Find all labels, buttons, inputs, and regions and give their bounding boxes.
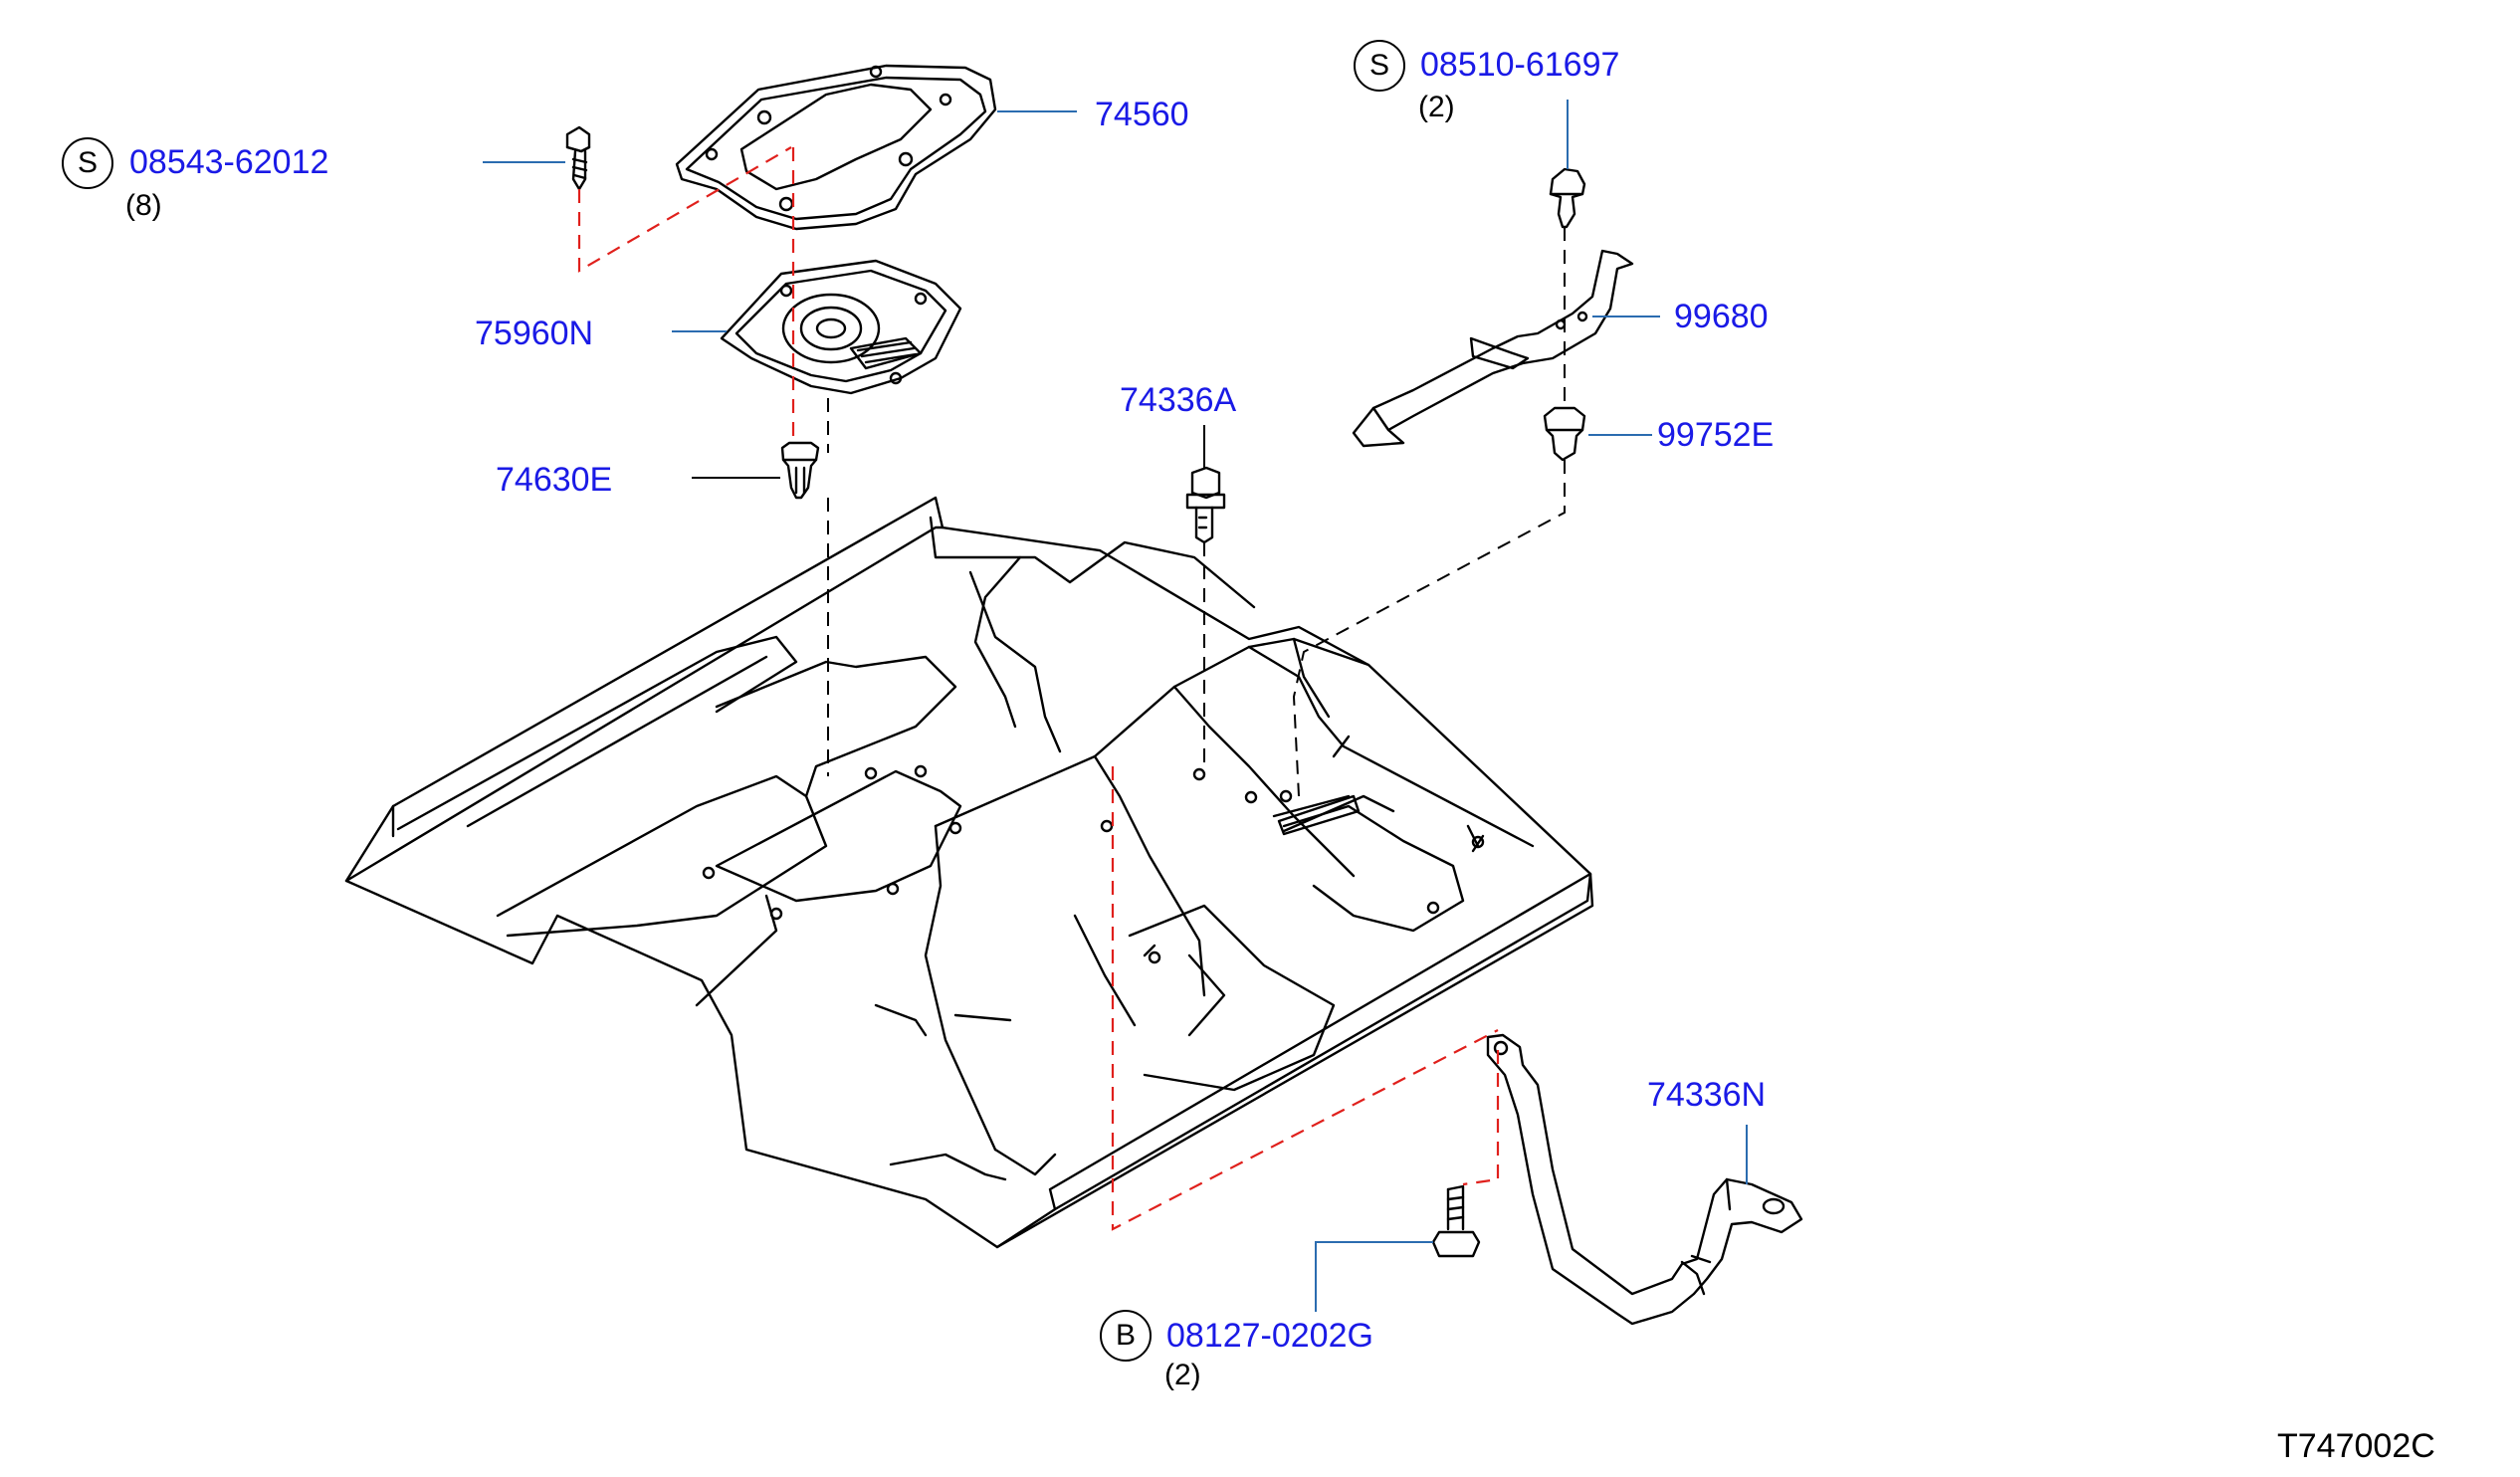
qty-label: (8)	[125, 189, 162, 222]
part-74336A-bolt	[1185, 466, 1226, 544]
part-label-74336N[interactable]: 74336N	[1647, 1076, 1767, 1114]
standard-badge: S	[62, 137, 113, 189]
part-label-99752E[interactable]: 99752E	[1657, 416, 1775, 454]
qty-label: (2)	[1418, 91, 1455, 123]
leader-lines-black	[692, 425, 1205, 479]
bolt-badge: B	[1100, 1310, 1152, 1362]
part-74560-cover	[675, 64, 997, 231]
part-74630E-clip	[780, 441, 820, 500]
part-label-08127-0202G[interactable]: 08127-0202G	[1166, 1317, 1373, 1355]
part-label-75960N[interactable]: 75960N	[475, 315, 594, 352]
part-label-74560[interactable]: 74560	[1095, 96, 1189, 133]
part-75960N-boot	[720, 259, 962, 395]
floor-panel	[344, 496, 1594, 1249]
leader-lines	[483, 100, 1748, 1312]
part-99680-strap	[1352, 249, 1634, 448]
qty-label: (2)	[1164, 1359, 1201, 1391]
part-label-99680[interactable]: 99680	[1674, 298, 1769, 335]
drawing-code: T747002C	[2277, 1427, 2435, 1465]
part-label-08510-61697[interactable]: 08510-61697	[1420, 46, 1620, 84]
part-08510-61697-clip	[1549, 167, 1586, 229]
part-99752E-nut	[1543, 406, 1586, 462]
standard-badge: S	[1354, 40, 1405, 92]
part-label-08543-62012[interactable]: 08543-62012	[129, 143, 329, 181]
part-08543-62012-screw	[565, 125, 591, 191]
part-label-74630E[interactable]: 74630E	[496, 461, 613, 499]
hidden-lines	[827, 227, 1566, 797]
part-08127-0202G-bolt	[1431, 1184, 1481, 1258]
part-74336N-bracket	[1486, 1033, 1803, 1326]
hidden-lines-red	[577, 146, 1500, 1231]
part-label-74336A[interactable]: 74336A	[1120, 381, 1237, 419]
